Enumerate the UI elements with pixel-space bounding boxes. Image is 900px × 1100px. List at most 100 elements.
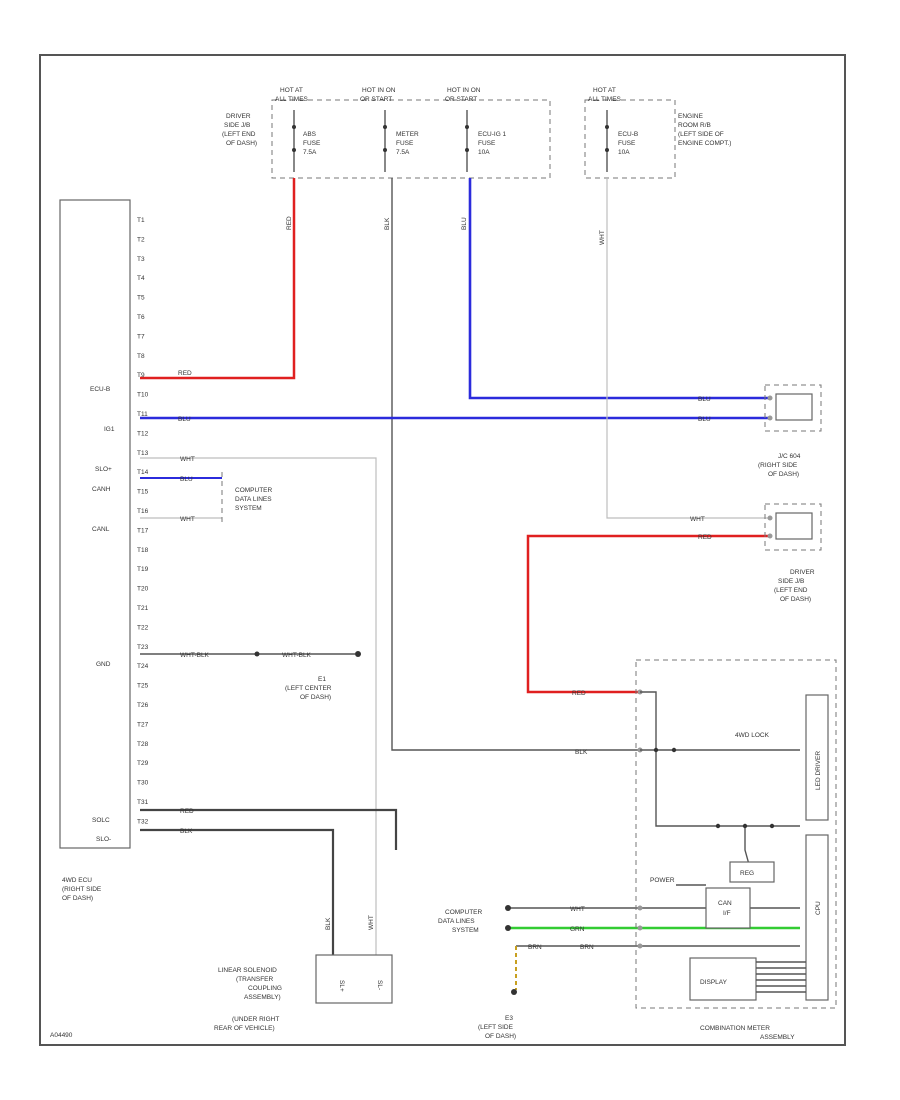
ground-e3-l3: OF DASH) [485,1033,516,1040]
ecu-pin-label: T32 [137,818,149,825]
meter-can-if-1: CAN [718,900,732,907]
meter-display-box [689,957,757,1001]
fuse-meter-l1: METER [396,131,419,138]
wire-red-abs [140,178,296,380]
meter-cpu: CPU [815,901,822,915]
wire-red-ecu-label: RED [178,370,192,377]
ecu-pin-label: T26 [137,702,149,709]
power-source-head-1b: ALL TIMES [275,96,309,103]
wire-wht-slo [140,457,377,872]
power-source-head-3a: HOT IN ON [447,87,481,94]
fuse-box-engine-rb [584,99,676,179]
ecu-pin-label: T30 [137,780,149,787]
fuse-ecub-l3: 10A [618,149,630,156]
fuse-ecub-l2: FUSE [618,140,636,147]
rb-label-line3: (LEFT SIDE OF [678,131,724,138]
solenoid-pin-1: SL+ [338,980,345,992]
ecu-pin-label: T12 [137,430,149,437]
wire-blu-jc-label2: BLU [698,416,711,423]
ecu-pin-label: T18 [137,547,149,554]
ground-e3-l1: E3 [505,1015,513,1022]
fuse-ecuig-l1: ECU-IG 1 [478,131,507,138]
wire-blu-ecu-label: BLU [178,416,191,423]
cdl1-l3: SYSTEM [235,505,262,512]
wire-blu-ig1-label: BLU [461,217,468,230]
wire-sol-lbl-1: BLK [325,917,332,930]
solenoid-box [315,954,393,1004]
jb-label-line4: OF DASH) [226,140,257,147]
ecu-box [59,199,131,849]
solenoid-pin-2: SL- [376,980,383,990]
fuse-abs-l2: FUSE [303,140,321,147]
meter-power: POWER [650,877,675,884]
combination-meter: 4WD LOCK LED DRIVER REG POWER CAN I/F CP… [635,659,837,1041]
computer-data-lines-bottom: COMPUTER DATA LINES SYSTEM [438,905,511,934]
cdl2-l3: SYSTEM [452,927,479,934]
wire-solc-label: RED [180,808,194,815]
ecu-sig-ig1: IG1 [104,426,115,433]
wire-wht-ecub [606,178,770,519]
power-source-head-4b: ALL TIMES [588,96,622,103]
meter-led-driver: LED DRIVER [815,751,822,790]
cdl1-l2: DATA LINES [235,496,272,503]
power-source-head-2a: HOT IN ON [362,87,396,94]
ecu-pin-label: T20 [137,586,149,593]
ecu-pin-label: T15 [137,489,149,496]
meter-dashed-box [635,659,837,1009]
ecu-pin-label: T29 [137,760,149,767]
sol-cap-2: (TRANSFER [236,976,274,983]
ecu-pin-label: T21 [137,605,149,612]
sol-cap-5: (UNDER RIGHT [232,1016,279,1023]
ecu-pin-label: T10 [137,392,149,399]
power-source-head-1a: HOT AT [280,87,303,94]
ecu-pin-label: T27 [137,721,149,728]
fuse-abs-l1: ABS [303,131,317,138]
jb-label-line1: DRIVER [226,113,251,120]
ecu-pin-label: T8 [137,353,145,360]
wire-blk-meter [391,178,640,751]
ground-e1-l2: (LEFT CENTER [285,685,332,692]
wire-wht-canl-label: WHT [180,516,195,523]
ecu-pin-label: T24 [137,663,149,670]
fuse-area: HOT AT ALL TIMES HOT IN ON OR START HOT … [222,87,731,179]
wire-slo-minus [140,828,335,955]
diagram-frame [39,54,846,1046]
ecu-pin-label: T6 [137,314,145,321]
power-source-head-3b: OR START [445,96,477,103]
ecu-pin-label: T11 [137,411,148,418]
rb-label-line4: ENGINE COMPT.) [678,140,731,147]
wire-red-meter-label: RED [572,690,586,697]
fuse-meter-l2: FUSE [396,140,414,147]
rb-label-line1: ENGINE [678,113,704,120]
ecu-caption-1: 4WD ECU [62,877,92,884]
ecu-caption-2: (RIGHT SIDE [62,886,102,893]
jb2-label-l1: DRIVER [790,569,815,576]
ecu-pin-label: T23 [137,644,149,651]
wire-gnd-label-2: WHT-BLK [282,652,312,659]
rb-label-line2: ROOM R/B [678,122,711,129]
jc-label-l3: OF DASH) [768,471,799,478]
ground-e1-l1: E1 [318,676,326,683]
wire-slo-label: BLK [180,828,193,835]
meter-can-if-2: I/F [723,910,731,917]
fuse-ecuig-l3: 10A [478,149,490,156]
cdl1-l1: COMPUTER [235,487,273,494]
jb-label-line2: SIDE J/B [224,122,250,129]
meter-reg: REG [740,870,754,877]
wire-can-brn-label2: BRN [580,944,594,951]
ecu-pin-label: T25 [137,683,149,690]
meter-reg-box [729,861,775,883]
wire-blu-jc-label: BLU [698,396,711,403]
ecu-pin-label: T17 [137,527,149,534]
jb2-label-l3: (LEFT END [774,587,808,594]
driver-jb-connector: DRIVER SIDE J/B (LEFT END OF DASH) [764,503,822,603]
fuse-ecub-l1: ECU-B [618,131,638,138]
meter-display: DISPLAY [700,979,728,986]
fuse-abs: ABS FUSE 7.5A [292,110,321,172]
ecu-caption-3: OF DASH) [62,895,93,902]
wire-solc [140,808,398,850]
meter-cpu-box [805,834,829,1001]
meter-4wd-lock: 4WD LOCK [735,732,770,739]
sol-cap-1: LINEAR SOLENOID [218,967,277,974]
